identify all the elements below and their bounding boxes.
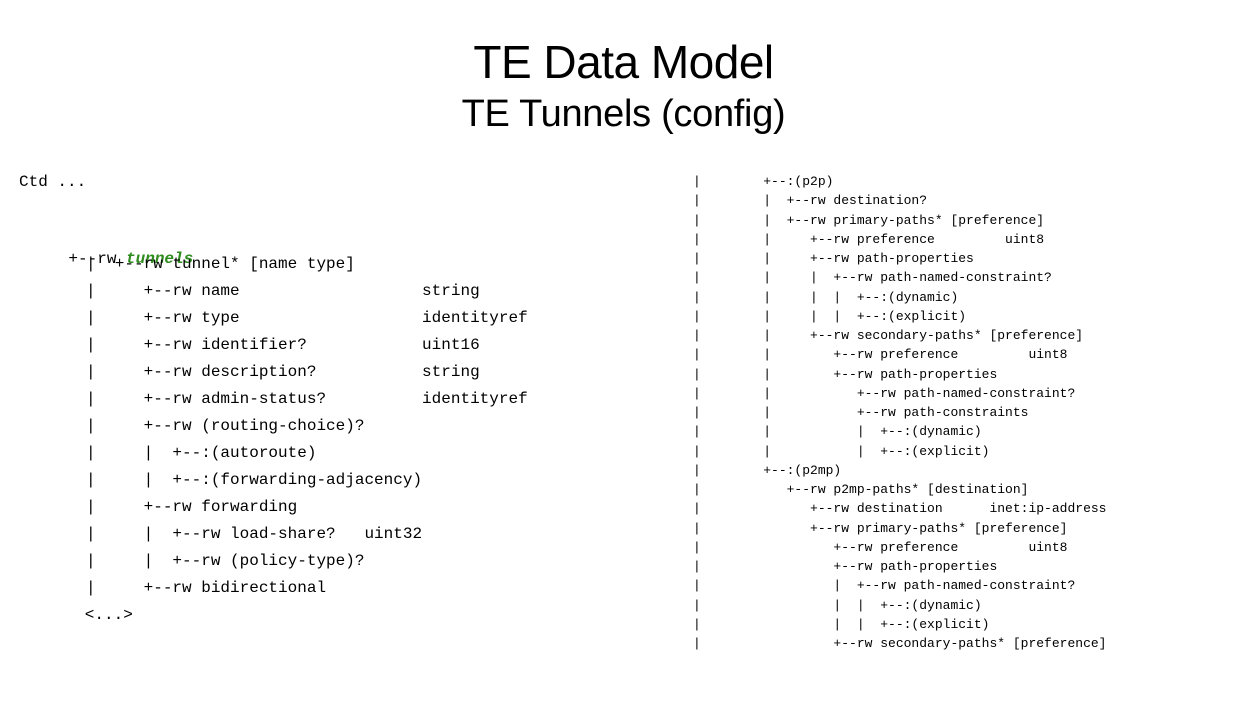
tree-line: | +--rw (routing-choice)? bbox=[86, 417, 365, 435]
tree-line: | | +--rw secondary-paths* [preference] bbox=[693, 328, 1084, 343]
tree-line: | +--rw bidirectional bbox=[86, 579, 327, 597]
tree-line: | +--rw name string bbox=[86, 282, 480, 300]
tree-line: | | +--rw path-properties bbox=[693, 366, 998, 382]
slide-title: TE Data Model bbox=[473, 36, 774, 88]
tree-line: | | +--rw path-named-constraint? bbox=[693, 385, 1076, 401]
tree-line: | +--rw type identityref bbox=[86, 309, 528, 327]
tunnels-node: +--rw tunnels bbox=[30, 226, 193, 268]
left-tree-header: Ctd ... bbox=[19, 173, 87, 191]
tree-line: | | +--rw path-constraints bbox=[693, 405, 1029, 420]
tree-line: | | | | +--:(dynamic) bbox=[693, 289, 959, 305]
tree-line: | +--rw path-properties bbox=[693, 559, 998, 574]
tree-line: | | | | +--:(explicit) bbox=[693, 308, 967, 324]
tree-line: | +--:(p2p) bbox=[693, 174, 834, 189]
tree-line: | | | +--rw path-named-constraint? bbox=[693, 270, 1052, 286]
tree-line: | | | +--:(explicit) bbox=[693, 443, 990, 459]
tunnels-keyword: tunnels bbox=[126, 250, 194, 268]
tree-line: | +--rw description? string bbox=[86, 363, 480, 381]
tree-line: | | +--rw preference uint8 bbox=[693, 231, 1045, 247]
tree-line: | | +--rw (policy-type)? bbox=[86, 552, 365, 570]
tree-line: | +--rw tunnel* [name type] bbox=[86, 255, 355, 273]
tree-line: | | +--rw destination? bbox=[693, 193, 928, 209]
tree-ellipsis: <...> bbox=[56, 606, 133, 624]
slide-title-block: TE Data Model TE Tunnels (config) bbox=[0, 34, 1247, 138]
slide-subtitle: TE Tunnels (config) bbox=[461, 93, 786, 135]
tree-line: | +--rw primary-paths* [preference] bbox=[693, 520, 1068, 536]
tree-line: | +--rw identifier? uint16 bbox=[86, 336, 480, 354]
right-tree: | +--:(p2p) | | +--rw destination? | | +… bbox=[693, 172, 1233, 653]
tree-line: | +--rw forwarding bbox=[86, 498, 298, 516]
tree-line: | | | +--:(explicit) bbox=[693, 616, 990, 632]
tree-line: | | +--rw primary-paths* [preference] bbox=[693, 212, 1045, 228]
tree-line: | | | +--:(dynamic) bbox=[693, 424, 982, 440]
tree-line: | +--rw p2mp-paths* [destination] bbox=[693, 482, 1029, 497]
tree-line: | | | +--:(dynamic) bbox=[693, 597, 982, 613]
tree-line: | +--rw preference uint8 bbox=[693, 539, 1068, 555]
tree-line: | | +--rw preference uint8 bbox=[693, 347, 1068, 363]
tree-line: | | +--rw load-share? uint32 bbox=[86, 525, 423, 543]
tree-line: | | +--rw path-properties bbox=[693, 251, 974, 266]
tree-line: | +--rw destination inet:ip-address bbox=[693, 501, 1107, 517]
tree-line: | +--rw secondary-paths* [preference] bbox=[693, 636, 1107, 651]
tree-line: | | +--:(autoroute) bbox=[86, 444, 317, 462]
tree-line: | | +--rw path-named-constraint? bbox=[693, 578, 1076, 594]
tree-line: | +--rw admin-status? identityref bbox=[86, 390, 528, 408]
tree-line: | +--:(p2mp) bbox=[693, 462, 842, 478]
tunnels-prefix: +--rw bbox=[68, 250, 127, 268]
tree-line: | | +--:(forwarding-adjacency) bbox=[86, 471, 423, 489]
